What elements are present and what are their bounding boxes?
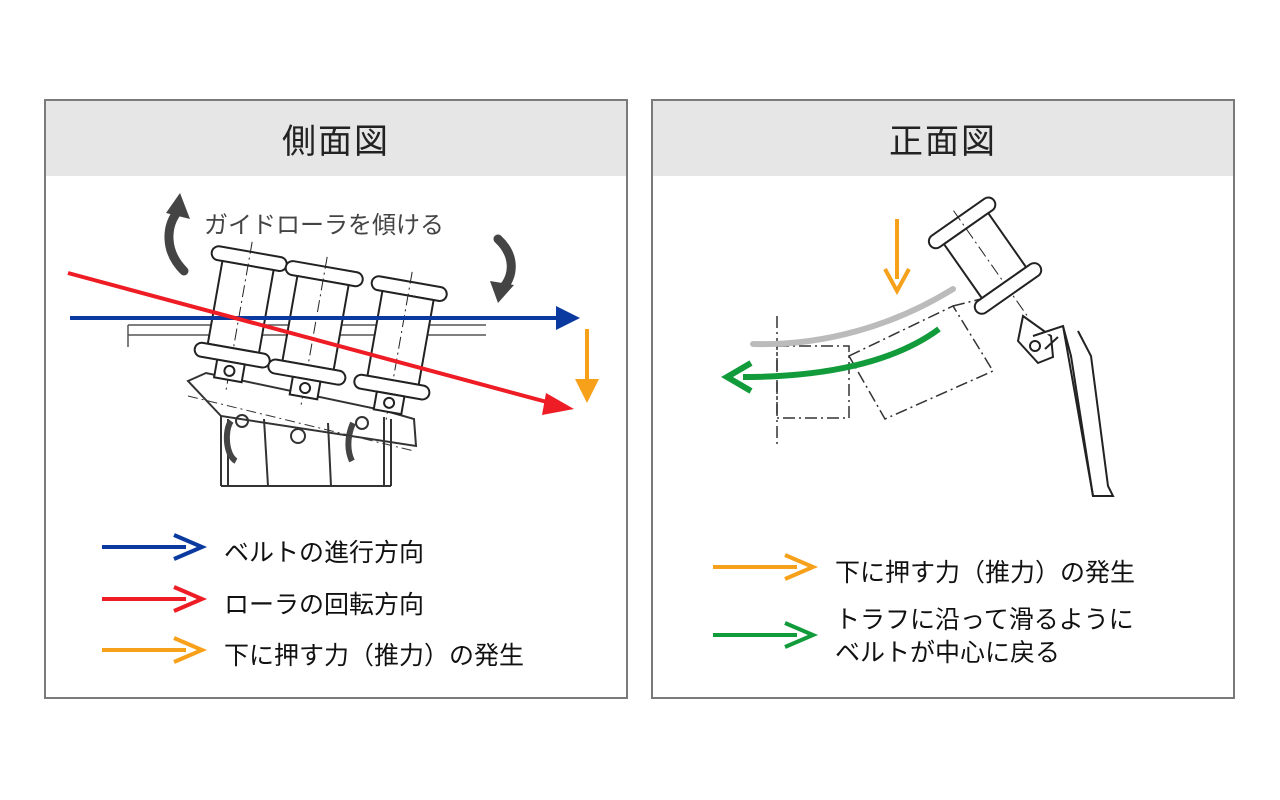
side-view-panel: 側面図	[44, 99, 628, 699]
belt-return-arrow	[721, 326, 941, 394]
legend-label-belt-return: トラフに沿って滑るように ベルトが中心に戻る	[835, 605, 1134, 667]
legend-arrow-blue	[102, 533, 208, 561]
legend-arrow-orange	[102, 636, 208, 664]
rotate-right-icon	[490, 234, 516, 303]
front-view-drawing	[713, 196, 1115, 649]
legend-label-roller-rotation: ローラの回転方向	[224, 590, 425, 619]
belt-curve	[750, 286, 956, 348]
legend-label-thrust: 下に押す力（推力）の発生	[224, 641, 525, 670]
legend-arrow-red	[102, 585, 208, 613]
belt-direction-arrow	[70, 306, 580, 330]
rotate-left-icon	[164, 193, 190, 276]
side-view-drawing	[67, 193, 599, 664]
legend-label-belt-direction: ベルトの進行方向	[224, 538, 425, 567]
guide-roller-3	[353, 271, 448, 420]
tilt-annotation: ガイドローラを傾ける	[204, 211, 444, 239]
guide-roller-front	[927, 196, 1043, 318]
frame-bracket	[186, 371, 418, 487]
legend-arrow-orange-front	[713, 553, 819, 581]
thrust-down-arrow-front	[883, 219, 911, 296]
front-view-title: 正面図	[653, 101, 1233, 176]
support-bracket	[1016, 314, 1115, 497]
thrust-down-arrow	[575, 329, 599, 403]
front-view-panel: 正面図	[651, 99, 1235, 699]
legend-label-thrust-front: 下に押す力（推力）の発生	[835, 558, 1136, 587]
guide-roller-2	[267, 256, 364, 405]
roller-rotation-arrow	[67, 271, 574, 415]
legend-arrow-green	[713, 621, 819, 649]
trough-outline	[776, 290, 1014, 446]
side-view-title: 側面図	[46, 101, 626, 176]
